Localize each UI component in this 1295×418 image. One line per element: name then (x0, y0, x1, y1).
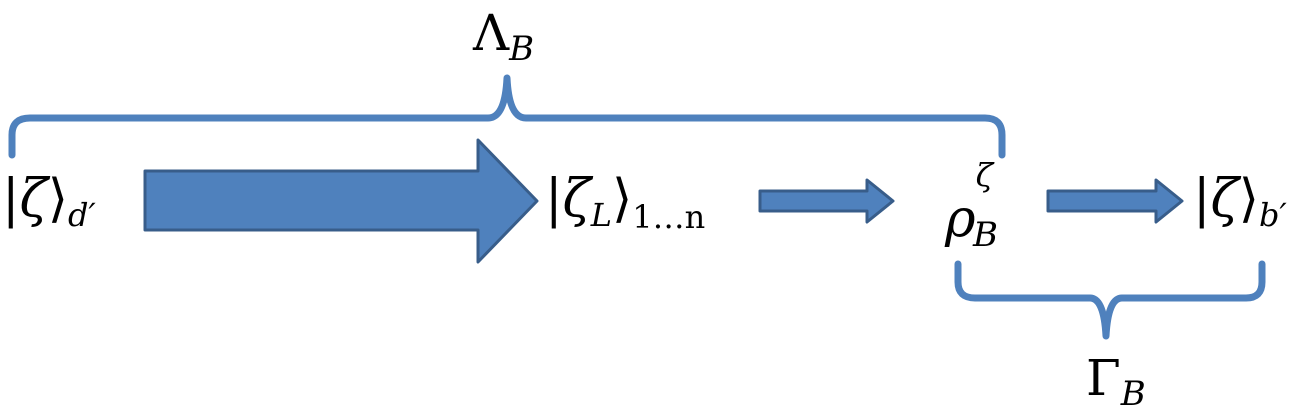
ket-b-close: ⟩ (1239, 169, 1259, 229)
ket-l-close: ⟩ (612, 169, 632, 229)
ket-l-subscript: 1…n (632, 198, 705, 236)
ket-b-subscript: b′ (1259, 196, 1287, 234)
ket-d-zeta: ζ (20, 169, 51, 229)
ket-d-bar: | (2, 169, 20, 229)
ket-d-subscript: d′ (68, 196, 96, 234)
ket-b-zeta: ζ (1211, 169, 1242, 229)
ket-b-bar: | (1193, 169, 1211, 229)
rho-b-zeta: ρζ (944, 156, 995, 249)
large-arrow (143, 138, 539, 264)
lambda-b-label: ΛB (472, 4, 534, 69)
rho-superscript: ζ (976, 156, 995, 194)
rho-subscript-text: B (972, 215, 998, 255)
lambda-brace (8, 74, 1006, 159)
lambda-symbol: Λ (472, 4, 510, 62)
rho-subscript: B (972, 215, 998, 255)
gamma-subscript: B (1120, 374, 1146, 414)
lambda-subscript: B (508, 29, 534, 69)
ket-l-zeta: ζ (563, 169, 594, 229)
ket-zeta-d-prime: |ζ⟩d′ (2, 169, 97, 234)
gamma-symbol: Γ (1086, 349, 1121, 407)
gamma-b-label: ΓB (1086, 349, 1146, 414)
gamma-brace (954, 260, 1266, 340)
ket-zeta-l-1-n: |ζL⟩1…n (545, 169, 705, 236)
middle-arrow (758, 178, 895, 224)
rho-symbol: ρ (944, 189, 976, 249)
ket-l-bar: | (545, 169, 563, 229)
ket-d-close: ⟩ (48, 169, 68, 229)
right-arrow (1046, 178, 1184, 224)
ket-zeta-b-prime: |ζ⟩b′ (1193, 169, 1288, 234)
ket-l-inner-subscript: L (590, 196, 612, 234)
